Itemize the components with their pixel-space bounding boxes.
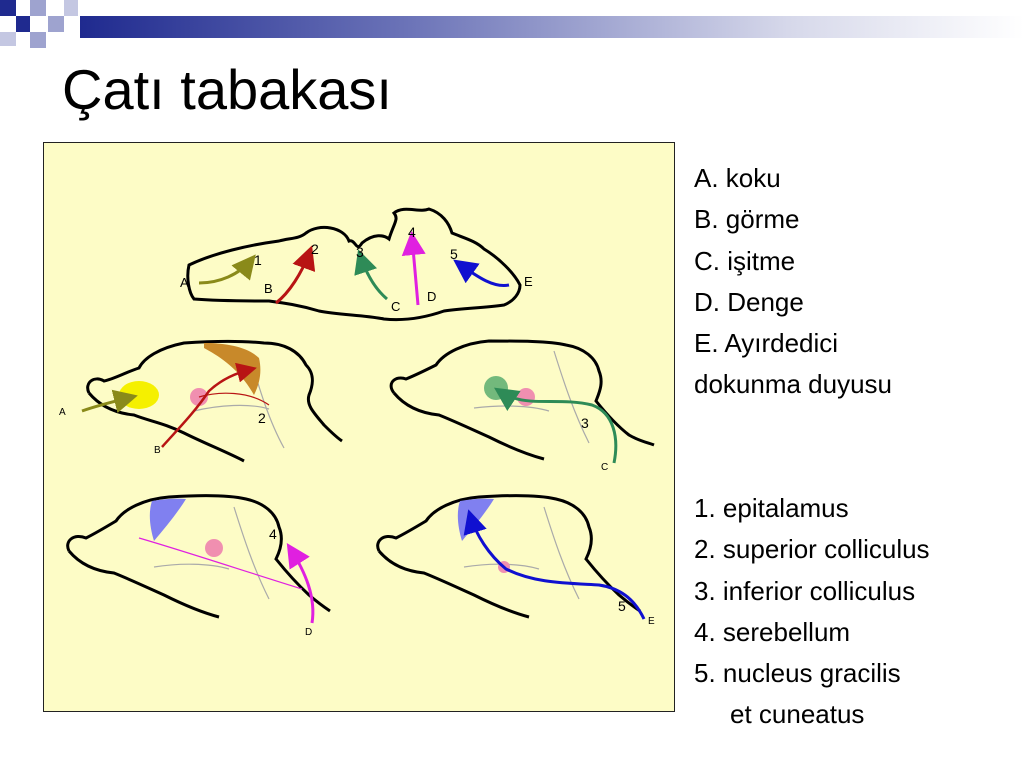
panel-somatosensory: 5 E xyxy=(376,494,655,627)
nucleus-pink-2 xyxy=(517,388,535,406)
pathway-somatosensory-top xyxy=(453,259,510,288)
pathway-vestibular-top xyxy=(401,231,426,306)
pathway-auditory-2 xyxy=(494,387,618,464)
panel4-letter: E xyxy=(648,616,655,627)
legend-letter-item: E. Ayırdedici xyxy=(694,328,839,359)
pathway-olfactory-top xyxy=(198,254,256,285)
legend-letter-item: A. koku xyxy=(694,163,781,193)
top-number-2: 2 xyxy=(311,241,319,257)
panel3-number: 4 xyxy=(269,526,277,542)
slide-title: Çatı tabakası xyxy=(62,58,392,121)
panel2-number: 3 xyxy=(581,415,589,431)
top-number-1: 1 xyxy=(254,252,262,268)
brain-pathways-figure: 1 2 3 4 5 A B C D E A B 2 xyxy=(43,142,675,712)
legend-letter-item: D. Denge xyxy=(694,286,804,317)
legend-letter-item: dokunma duyusu xyxy=(694,369,893,400)
brain-diagram-svg: 1 2 3 4 5 A B C D E A B 2 xyxy=(59,207,655,638)
top-letter-e: E xyxy=(524,274,533,289)
corner-square-5 xyxy=(64,0,78,16)
panel3-letter: D xyxy=(305,627,312,638)
pathway-auditory-top xyxy=(354,249,388,301)
pathway-visual-1 xyxy=(161,362,257,448)
corner-square-4 xyxy=(48,16,64,32)
corner-square-6 xyxy=(30,32,46,48)
pathway-somatosensory-4 xyxy=(463,509,646,620)
legend-letter-item: C. işitme xyxy=(694,245,796,276)
top-number-4: 4 xyxy=(408,224,416,240)
legend-numbers: 1. epitalamus 2. superior colliculus 3. … xyxy=(694,488,930,736)
corner-square-3 xyxy=(16,16,30,32)
panel1-number: 2 xyxy=(258,410,266,426)
panel4-number: 5 xyxy=(618,598,626,614)
top-tectum-outline: 1 2 3 4 5 A B C D E xyxy=(180,207,533,322)
cerebellum-patch-1 xyxy=(149,498,186,541)
panel2-letter: C xyxy=(601,462,608,473)
auditory-nucleus-highlight xyxy=(484,376,508,400)
legend-number-item: 3. inferior colliculus xyxy=(694,575,916,606)
panel1-letter-a: A xyxy=(59,407,66,418)
panel-auditory: 3 C xyxy=(389,339,655,473)
top-letter-a: A xyxy=(180,275,189,290)
panel1-letter-b: B xyxy=(154,445,161,456)
corner-square-1 xyxy=(0,0,16,16)
pathway-visual-top xyxy=(275,245,316,305)
nucleus-pink-3 xyxy=(205,539,223,557)
cerebellum-patch-2 xyxy=(457,498,494,541)
corner-square-2 xyxy=(30,0,46,16)
panel-vestibular: 4 D xyxy=(66,494,331,638)
panel-olfactory-visual: A B 2 xyxy=(59,340,343,463)
pathway-olfactory-1 xyxy=(81,389,138,414)
legend-letters: A. koku B. görme C. işitme D. Denge E. A… xyxy=(694,158,892,406)
legend-number-item: 2. superior colliculus xyxy=(694,534,930,565)
top-letter-b: B xyxy=(264,281,273,296)
top-number-3: 3 xyxy=(356,244,364,260)
legend-number-item: 1. epitalamus xyxy=(694,493,849,523)
legend-number-item: 4. serebellum xyxy=(694,616,851,647)
legend-number-item: et cuneatus xyxy=(730,699,865,730)
corner-square-7 xyxy=(0,32,16,46)
legend-letter-item: B. görme xyxy=(694,204,800,235)
top-letter-c: C xyxy=(391,299,400,314)
top-number-5: 5 xyxy=(450,246,458,262)
olfactory-bulb-highlight xyxy=(119,381,159,409)
top-letter-d: D xyxy=(427,289,436,304)
pathway-vestibular-3 xyxy=(286,542,315,624)
legend-number-item: 5. nucleus gracilis xyxy=(694,658,901,689)
header-gradient-bar xyxy=(80,16,1024,38)
